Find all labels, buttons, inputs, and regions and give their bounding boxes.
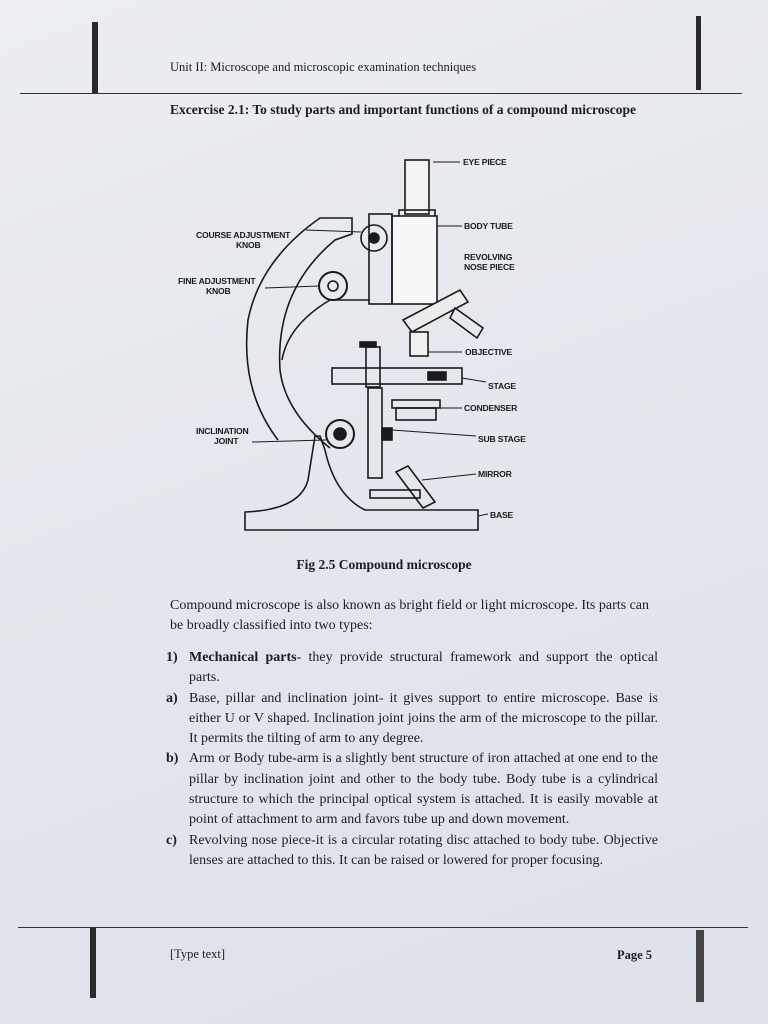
stage-slide-shape (427, 371, 447, 381)
header-rule (20, 93, 742, 94)
list-item-text: Base, pillar and inclination joint- it g… (189, 690, 658, 747)
leader-coarse (305, 229, 362, 233)
label-eye-piece: EYE PIECE (463, 157, 507, 167)
running-header: Unit II: Microscope and microscopic exam… (170, 60, 477, 74)
label-base: BASE (490, 510, 514, 520)
microscope-figure: EYE PIECE BODY TUBE REVOLVING NOSE PIECE… (170, 150, 600, 540)
leader-mirror (421, 473, 477, 481)
condenser-ring-top (391, 399, 441, 409)
page-number: Page 5 (617, 948, 653, 962)
stage-shape (331, 367, 463, 385)
top-left-margin-bar (92, 22, 98, 94)
list-item: 1) Mechanical parts- they provide struct… (166, 648, 658, 689)
label-coarse-line1: COURSE ADJUSTMENT (196, 230, 291, 240)
coarse-knob-center (368, 232, 380, 244)
mirror-shape (394, 464, 437, 510)
list-item-text: - they provide structural framework and … (189, 650, 658, 686)
list-item-lead: Mechanical parts (189, 650, 297, 665)
nosepiece-shape (401, 288, 470, 334)
list-item: b) Arm or Body tube-arm is a slightly be… (166, 749, 658, 830)
list-marker: c) (166, 832, 177, 848)
label-fine-line1: FINE ADJUSTMENT (178, 276, 256, 286)
arm-inner-curve (281, 299, 370, 361)
stage-support-shape (365, 346, 381, 388)
side-objective-shape (448, 306, 485, 340)
list-marker: 1) (166, 650, 178, 665)
footer-left-text: [Type text] (170, 947, 226, 961)
footer-rule (18, 927, 748, 928)
eyepiece-shape (404, 159, 430, 215)
label-body-tube: BODY TUBE (464, 221, 513, 231)
list-item: a) Base, pillar and inclination joint- i… (166, 689, 658, 750)
label-revolving-line2: NOSE PIECE (464, 262, 515, 272)
label-fine-line2: KNOB (206, 286, 231, 296)
fine-knob-center (327, 280, 339, 292)
leader-base (477, 513, 489, 517)
intro-paragraph: Compound microscope is also known as bri… (170, 598, 650, 633)
label-inclination-line1: INCLINATION (196, 426, 249, 436)
bottom-right-margin-bar (696, 930, 704, 1002)
leader-stage (461, 377, 487, 383)
coarse-knob-shape (360, 224, 388, 252)
inclination-joint-center (333, 427, 347, 441)
body-tube-shape (391, 215, 438, 305)
inclination-joint-shape (325, 419, 355, 449)
label-mirror: MIRROR (478, 469, 513, 479)
label-inclination-line2: JOINT (214, 436, 239, 446)
mirror-arm-shape (369, 489, 421, 499)
parts-list: 1) Mechanical parts- they provide struct… (166, 648, 658, 871)
list-marker: b) (166, 751, 179, 767)
label-coarse-line2: KNOB (236, 240, 261, 250)
objective-shape (409, 331, 429, 357)
list-marker: a) (166, 690, 178, 706)
label-stage: STAGE (488, 381, 516, 391)
substage-pillar-shape (367, 387, 383, 479)
list-item: c) Revolving nose piece-it is a circular… (166, 831, 658, 872)
figure-caption: Fig 2.5 Compound microscope (296, 557, 472, 572)
top-right-margin-bar (696, 16, 701, 90)
list-item-text: Revolving nose piece-it is a circular ro… (189, 832, 658, 868)
leader-sub-stage (391, 429, 477, 437)
bottom-left-margin-bar (90, 928, 96, 998)
label-sub-stage: SUB STAGE (478, 434, 526, 444)
base-shape (244, 435, 479, 531)
substage-knob-shape (381, 427, 393, 441)
label-condenser: CONDENSER (464, 403, 518, 413)
label-objective: OBJECTIVE (465, 347, 512, 357)
label-revolving-line1: REVOLVING (464, 252, 513, 262)
fine-knob-shape (318, 271, 348, 301)
list-item-text: Arm or Body tube-arm is a slightly bent … (189, 751, 658, 828)
leader-fine (264, 285, 320, 289)
rack-housing (368, 213, 393, 305)
condenser-body (395, 407, 437, 421)
microscope-drawing: EYE PIECE BODY TUBE REVOLVING NOSE PIECE… (178, 157, 526, 531)
exercise-title: Excercise 2.1: To study parts and import… (170, 102, 637, 117)
arm-shape (245, 217, 353, 449)
leader-inclination (251, 439, 327, 443)
